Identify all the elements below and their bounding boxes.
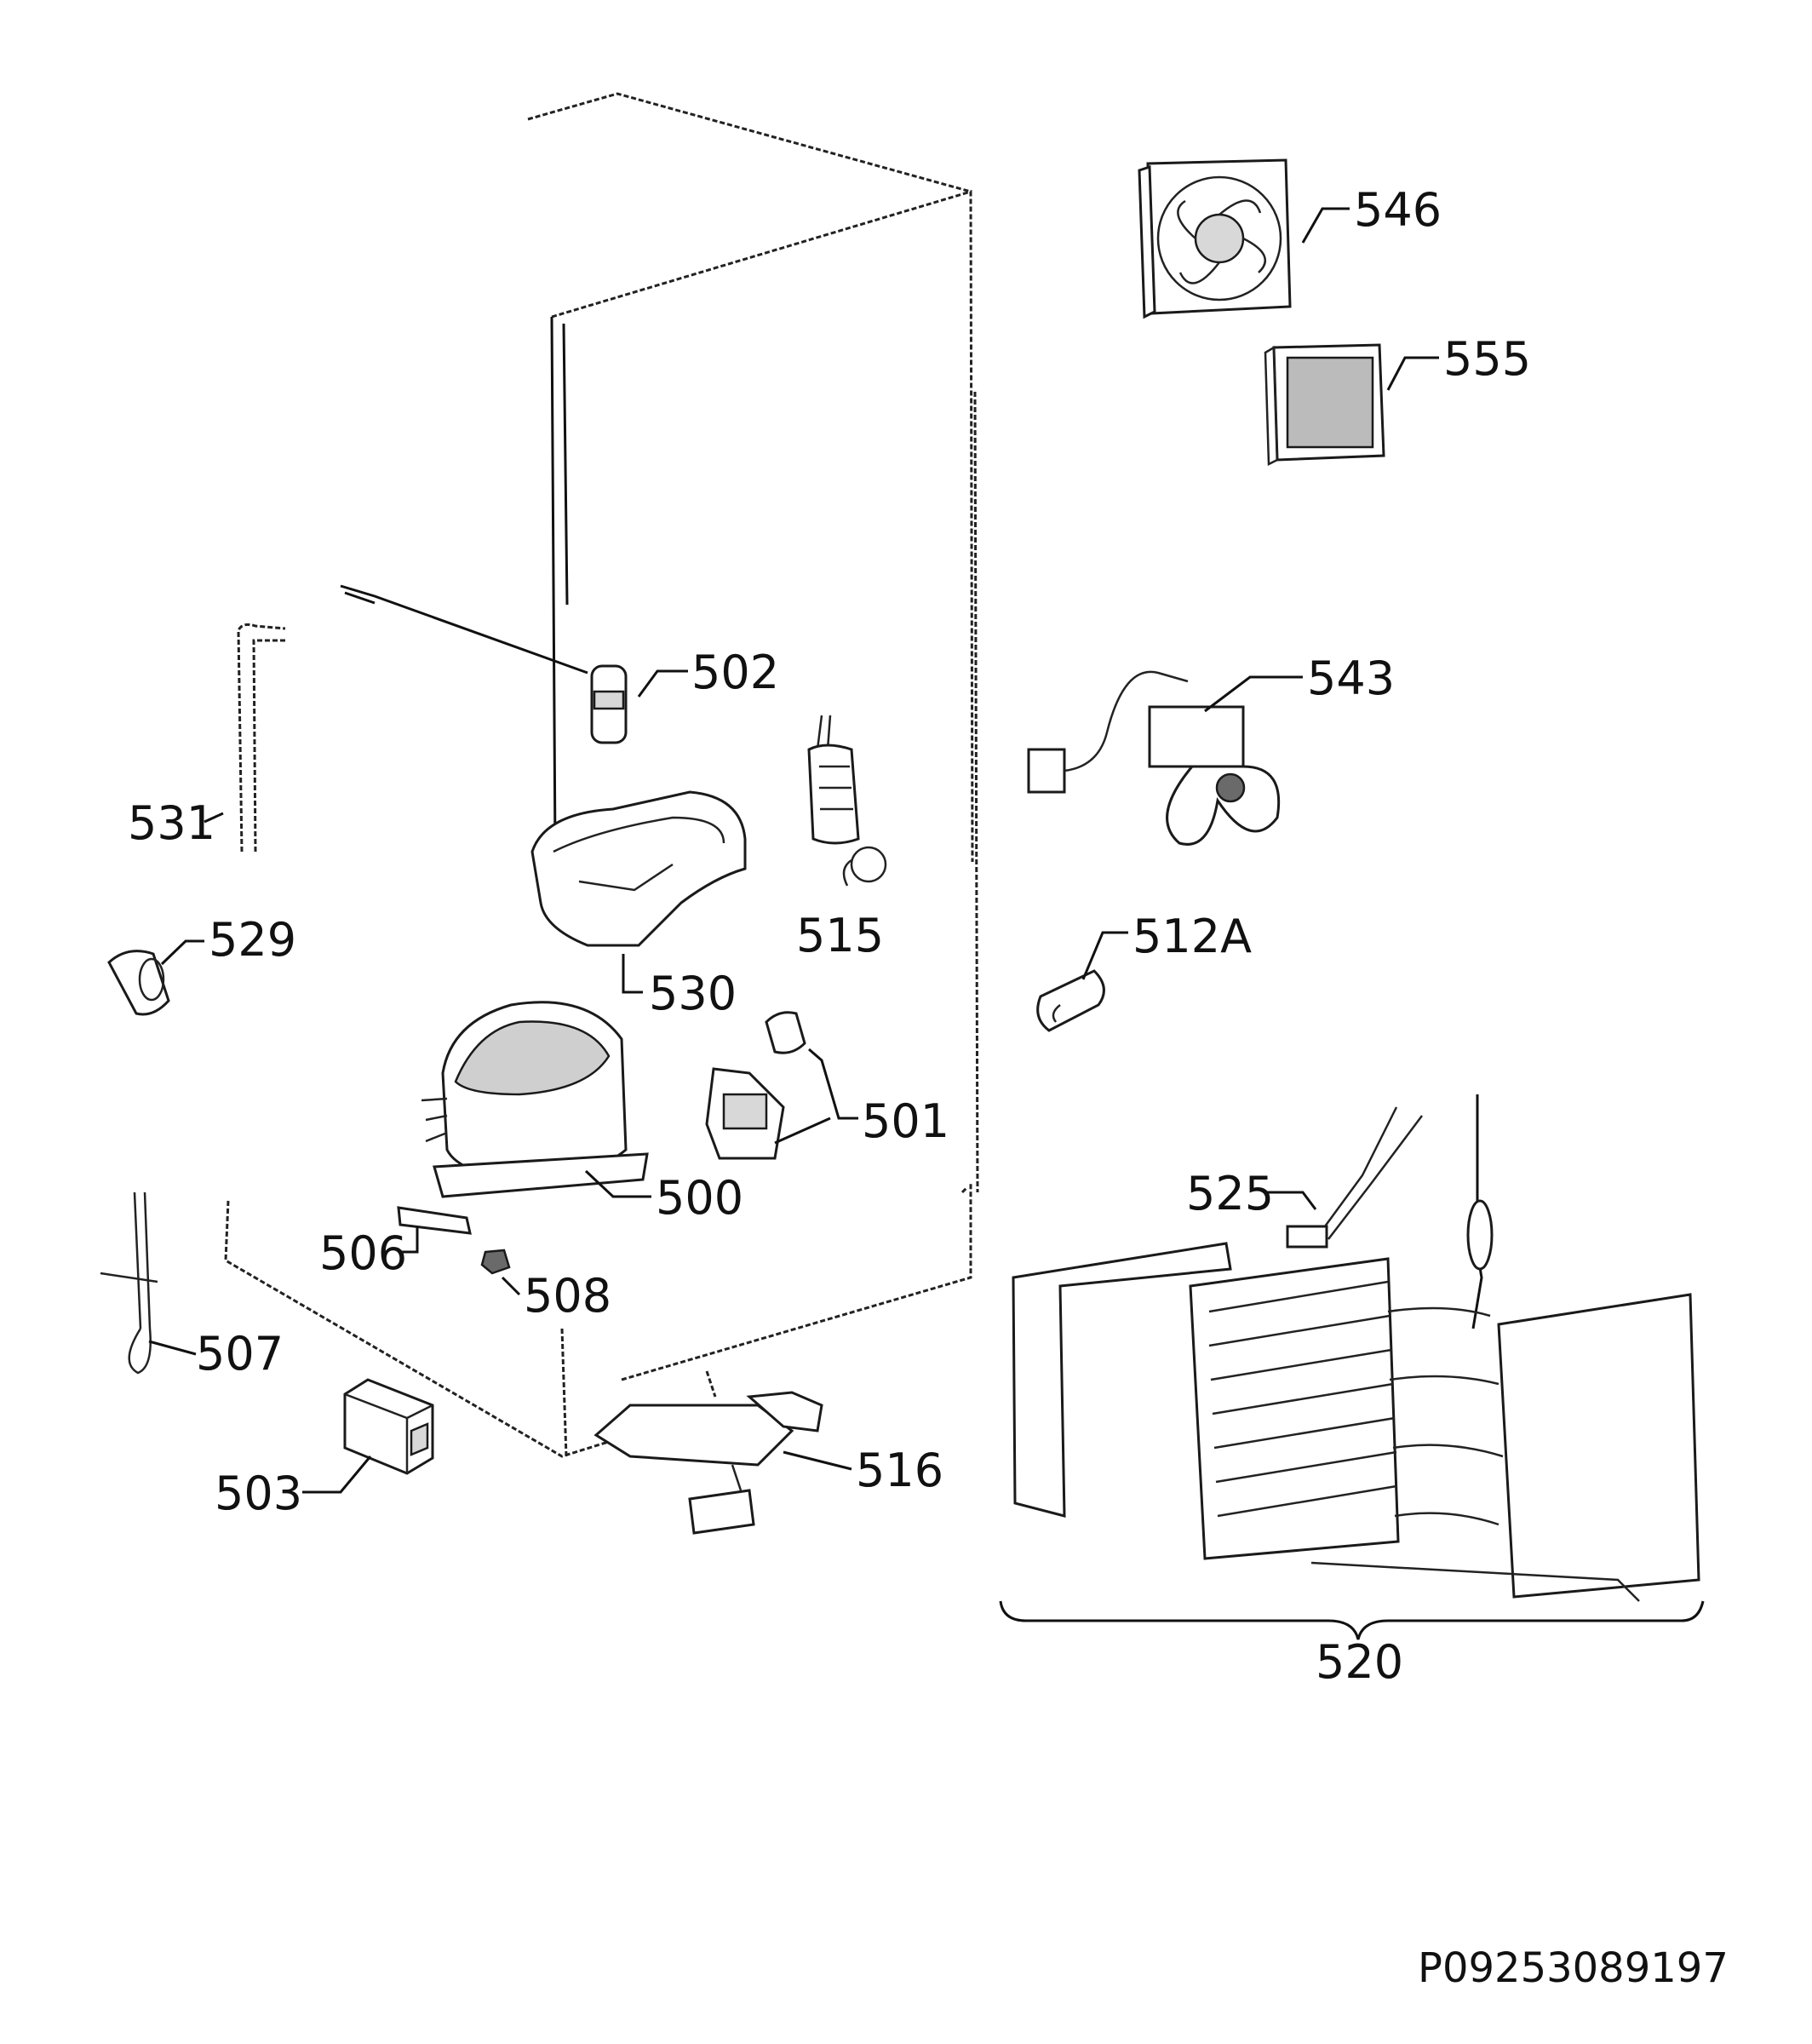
label-530: 530 bbox=[649, 967, 737, 1020]
part-501-relay-illustration bbox=[705, 1011, 806, 1160]
label-525: 525 bbox=[1186, 1167, 1274, 1220]
part-507-probe-illustration bbox=[100, 1191, 158, 1375]
label-501: 501 bbox=[862, 1094, 949, 1148]
label-500: 500 bbox=[656, 1171, 743, 1225]
part-525-harness-illustration bbox=[1286, 1094, 1494, 1329]
leader-lines bbox=[148, 207, 1439, 1494]
bracket-520 bbox=[999, 1600, 1705, 1640]
part-520-evaporator-illustration bbox=[1012, 1242, 1700, 1602]
part-530-tray-illustration bbox=[530, 790, 747, 947]
part-529-grommet-illustration bbox=[107, 950, 170, 1016]
part-543-fan-motor-illustration bbox=[1027, 670, 1281, 846]
cabinet-outline bbox=[224, 92, 979, 1458]
label-531: 531 bbox=[128, 796, 215, 850]
part-515-heater-illustration bbox=[807, 715, 887, 887]
label-507: 507 bbox=[196, 1327, 284, 1381]
reference-code: P09253089197 bbox=[1418, 1944, 1729, 1992]
label-508: 508 bbox=[524, 1269, 611, 1323]
part-512a-clip-illustration bbox=[1036, 969, 1105, 1032]
label-512a: 512A bbox=[1132, 910, 1252, 963]
label-543: 543 bbox=[1307, 652, 1395, 705]
part-516-bracket-illustration bbox=[593, 1391, 823, 1535]
label-502: 502 bbox=[691, 646, 779, 699]
label-529: 529 bbox=[209, 913, 296, 967]
label-503: 503 bbox=[215, 1467, 302, 1520]
label-546: 546 bbox=[1354, 183, 1442, 237]
part-508-nut-illustration bbox=[480, 1249, 511, 1275]
part-502-sensor-illustration bbox=[340, 584, 628, 744]
part-546-fan-illustration bbox=[1138, 158, 1292, 319]
part-503-box-illustration bbox=[343, 1378, 434, 1475]
part-555-filter-illustration bbox=[1264, 343, 1385, 466]
label-516: 516 bbox=[856, 1444, 943, 1497]
label-506: 506 bbox=[319, 1226, 407, 1280]
part-500-compressor-illustration bbox=[421, 1001, 649, 1198]
part-506-plate-illustration bbox=[397, 1206, 472, 1235]
part-531-tube-illustration bbox=[237, 623, 286, 853]
label-520: 520 bbox=[1316, 1635, 1403, 1689]
label-515: 515 bbox=[796, 909, 884, 962]
label-555: 555 bbox=[1443, 332, 1531, 386]
